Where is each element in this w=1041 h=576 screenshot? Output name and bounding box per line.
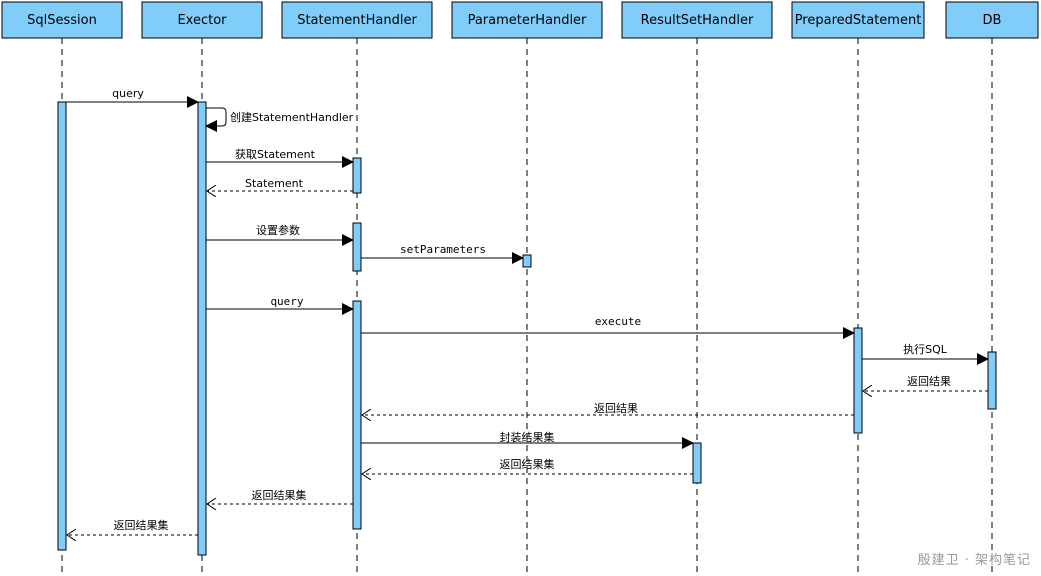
message-return-resultset-sh: 返回结果集	[207, 488, 353, 504]
activation-parameterhandler	[522, 254, 532, 268]
actor-sqlsession: SqlSession	[1, 1, 123, 39]
actor-preparedstatement: PreparedStatement	[791, 1, 925, 39]
watermark: 殷建卫 · 架构笔记	[917, 553, 1031, 568]
message-label: 执行SQL	[903, 342, 948, 356]
message-label: 返回结果集	[500, 457, 555, 471]
message-execute: execute	[361, 315, 855, 339]
actor-exector: Exector	[141, 1, 263, 39]
message-set-params: 设置参数	[206, 223, 354, 246]
message-query-2: query	[206, 295, 354, 315]
actor-label: ResultSetHandler	[641, 13, 754, 28]
message-label: 获取Statement	[235, 148, 316, 161]
message-statement-return: Statement	[207, 177, 353, 191]
actor-parameterhandler: ParameterHandler	[451, 1, 603, 39]
message-label: 创建StatementHandler	[230, 110, 354, 124]
activation-statementhandler-2	[352, 222, 362, 272]
actor-label: SqlSession	[27, 13, 97, 28]
message-return-resultset-rsh: 返回结果集	[362, 457, 693, 474]
message-return-resultset-ex: 返回结果集	[67, 518, 198, 535]
message-label: 返回结果	[594, 402, 638, 415]
actor-label: StatementHandler	[297, 13, 417, 28]
message-return-result-ps: 返回结果	[362, 402, 854, 415]
actor-label: DB	[983, 13, 1002, 28]
messages: query 创建StatementHandler 获取Statement Sta…	[66, 87, 989, 535]
activation-statementhandler-3	[352, 300, 362, 530]
message-label: 封装结果集	[500, 430, 555, 444]
message-exec-sql: 执行SQL	[862, 342, 989, 365]
message-create-statementhandler: 创建StatementHandler	[205, 107, 354, 132]
message-label: 返回结果	[907, 375, 951, 388]
actor-label: ParameterHandler	[468, 13, 587, 28]
activation-exector	[197, 101, 207, 556]
activation-resultsethandler	[692, 442, 702, 484]
message-wrap-resultset: 封装结果集	[361, 430, 694, 449]
actor-db: DB	[945, 1, 1039, 39]
message-label: 返回结果集	[252, 488, 307, 502]
actor-label: Exector	[177, 13, 227, 28]
message-label: execute	[595, 315, 641, 328]
message-label: query	[112, 87, 144, 100]
message-label: Statement	[245, 177, 304, 190]
actor-statementhandler: StatementHandler	[281, 1, 433, 39]
message-get-statement: 获取Statement	[206, 148, 354, 168]
activation-sqlsession	[57, 101, 67, 551]
actor-label: PreparedStatement	[795, 13, 922, 28]
activation-statementhandler-1	[352, 157, 362, 194]
message-label: setParameters	[400, 243, 486, 256]
message-query: query	[66, 87, 199, 108]
actor-boxes: SqlSession Exector StatementHandler Para…	[1, 1, 1039, 39]
message-return-result-db: 返回结果	[863, 375, 988, 391]
activation-db	[987, 351, 997, 410]
actor-resultsethandler: ResultSetHandler	[621, 1, 773, 39]
message-label: 设置参数	[256, 223, 300, 237]
activation-preparedstatement	[853, 327, 863, 434]
message-label: query	[270, 295, 303, 308]
message-setparameters: setParameters	[361, 243, 524, 264]
activation-bars	[57, 101, 997, 556]
message-label: 返回结果集	[114, 518, 169, 532]
